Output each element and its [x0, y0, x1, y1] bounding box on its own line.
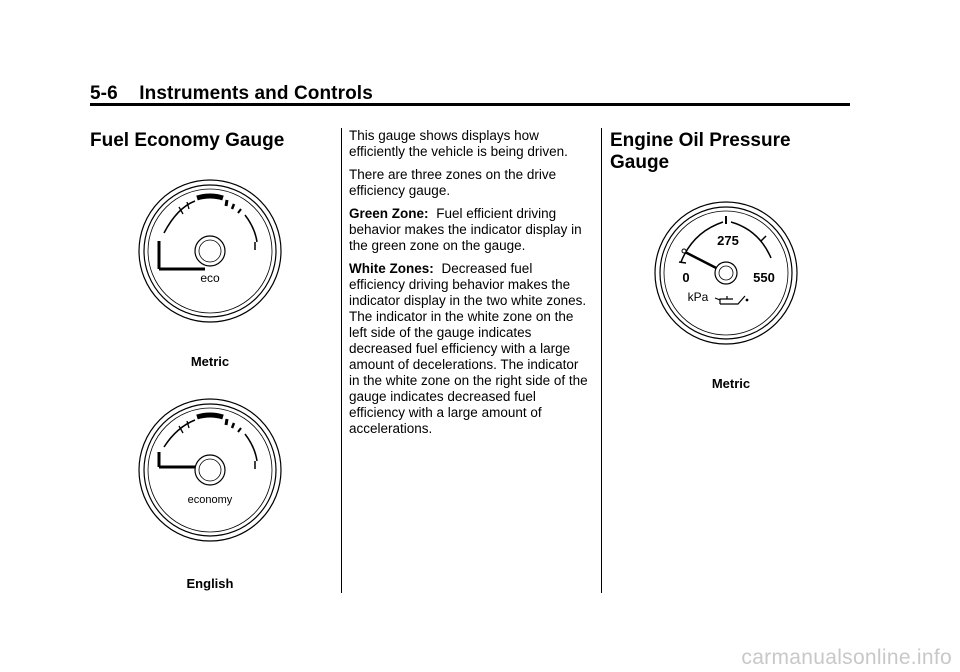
paragraph-white-zones: White Zones: Decreased fuel efficiency d… — [349, 261, 589, 437]
column-divider-left — [341, 128, 342, 593]
gauge-label-economy: economy — [188, 494, 233, 506]
tick-label-max: 550 — [753, 270, 775, 285]
fuel-economy-gauge-metric: eco — [138, 179, 282, 323]
caption-metric-fuel: Metric — [190, 354, 230, 369]
oil-pressure-heading: Engine Oil Pressure Gauge — [610, 130, 791, 173]
caption-english-fuel: English — [186, 576, 234, 591]
unit-label: kPa — [688, 290, 709, 304]
paragraph-intro: This gauge shows displays how efficientl… — [349, 128, 568, 159]
fuel-economy-gauge-english: economy — [138, 398, 282, 542]
paragraph-zones: There are three zones on the drive effic… — [349, 167, 557, 198]
caption-metric-oil: Metric — [711, 376, 751, 391]
oil-can-icon — [714, 295, 749, 305]
page-header: 5-6 Instruments and Controls — [90, 80, 850, 106]
gauge-label-eco: eco — [200, 271, 220, 285]
oil-pressure-gauge: 275 0 550 kPa — [654, 201, 798, 345]
green-zone-arc — [196, 412, 224, 420]
tick-label-min: 0 — [682, 270, 689, 285]
fuel-economy-heading: Fuel Economy Gauge — [90, 130, 285, 151]
paragraph-green-zone: Green Zone: Fuel efficient driving behav… — [349, 206, 589, 254]
tick-label-mid: 275 — [717, 233, 739, 248]
column-divider-right — [601, 128, 602, 593]
fuel-economy-description: This gauge shows displays how efficientl… — [349, 128, 589, 444]
white-zones-term: White Zones: — [349, 261, 434, 276]
white-zones-text: Decreased fuel efficiency driving behavi… — [349, 261, 588, 436]
page-title: 5-6 Instruments and Controls — [90, 83, 373, 104]
green-zone-text: Fuel efficient driving behavior makes th… — [349, 206, 582, 253]
green-zone-arc — [196, 193, 224, 201]
watermark: carmanualsonline.info — [741, 646, 952, 669]
green-zone-term: Green Zone: — [349, 206, 429, 221]
